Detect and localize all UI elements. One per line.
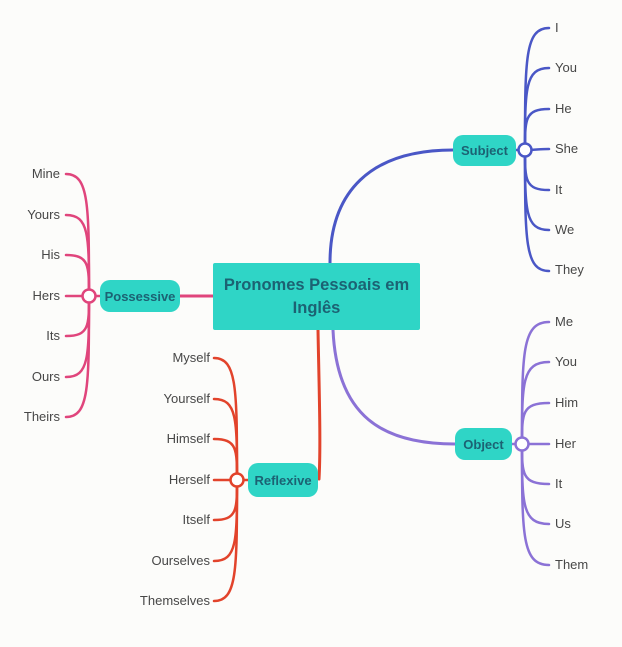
child-topic-she[interactable]: She — [555, 141, 579, 156]
possessive-hub-circle[interactable] — [81, 288, 97, 304]
child-topic-ourselves[interactable]: Ourselves — [151, 553, 210, 568]
child-topic-ours[interactable]: Ours — [31, 369, 60, 384]
child-topic-it-subject[interactable]: It — [555, 182, 563, 197]
child-topic-you-subject[interactable]: You — [555, 60, 577, 75]
branch-node-possessive[interactable]: Possessive — [100, 280, 180, 312]
child-topic-herself[interactable]: Herself — [168, 472, 210, 487]
subject-hub-circle[interactable] — [517, 142, 533, 158]
child-topic-he[interactable]: He — [555, 101, 572, 116]
reflexive-hub-circle[interactable] — [229, 472, 245, 488]
branch-lines-reflexive — [212, 328, 322, 603]
branch-label: Object — [463, 436, 504, 452]
child-topic-me[interactable]: Me — [555, 314, 574, 329]
branch-node-object[interactable]: Object — [455, 428, 512, 460]
branch-lines-object — [331, 320, 551, 567]
branch-label: Subject — [461, 143, 508, 158]
child-topic-him[interactable]: Him — [555, 395, 579, 410]
branch-node-subject[interactable]: Subject — [453, 135, 516, 166]
central-topic-title: Pronomes Pessoais em Inglês — [223, 276, 410, 317]
child-topic-hers[interactable]: Hers — [32, 288, 60, 303]
branch-label: Reflexive — [254, 472, 312, 488]
child-topic-it-object[interactable]: It — [555, 476, 563, 491]
child-topic-they[interactable]: They — [555, 262, 584, 277]
child-topic-you-object[interactable]: You — [555, 354, 577, 369]
child-topic-itself[interactable]: Itself — [182, 512, 210, 527]
child-topic-themselves[interactable]: Themselves — [139, 593, 210, 608]
child-topic-himself[interactable]: Himself — [166, 431, 210, 446]
child-topic-yourself[interactable]: Yourself — [163, 391, 211, 406]
branch-lines-possessive — [64, 172, 216, 419]
connector-center-to-object — [331, 328, 457, 446]
branch-lines-subject — [328, 26, 551, 273]
child-topic-us[interactable]: Us — [555, 516, 571, 531]
branch-label: Possessive — [104, 288, 176, 304]
child-topic-her[interactable]: Her — [555, 436, 576, 451]
child-topic-his[interactable]: His — [41, 247, 60, 262]
child-topic-theirs[interactable]: Theirs — [23, 409, 60, 424]
central-topic-node[interactable]: Pronomes Pessoais em Inglês — [213, 263, 420, 330]
child-topic-yours[interactable]: Yours — [27, 207, 60, 222]
child-topic-them[interactable]: Them — [555, 557, 589, 572]
child-topic-we[interactable]: We — [555, 222, 575, 237]
connector-center-to-reflexive — [316, 328, 322, 481]
child-topic-mine[interactable]: Mine — [31, 166, 60, 181]
branch-node-reflexive[interactable]: Reflexive — [248, 463, 318, 497]
child-topic-myself[interactable]: Myself — [172, 350, 210, 365]
connector-center-to-subject — [328, 148, 455, 265]
child-topic-i[interactable]: I — [555, 20, 559, 35]
object-hub-circle[interactable] — [514, 436, 530, 452]
child-topic-its[interactable]: Its — [46, 328, 60, 343]
